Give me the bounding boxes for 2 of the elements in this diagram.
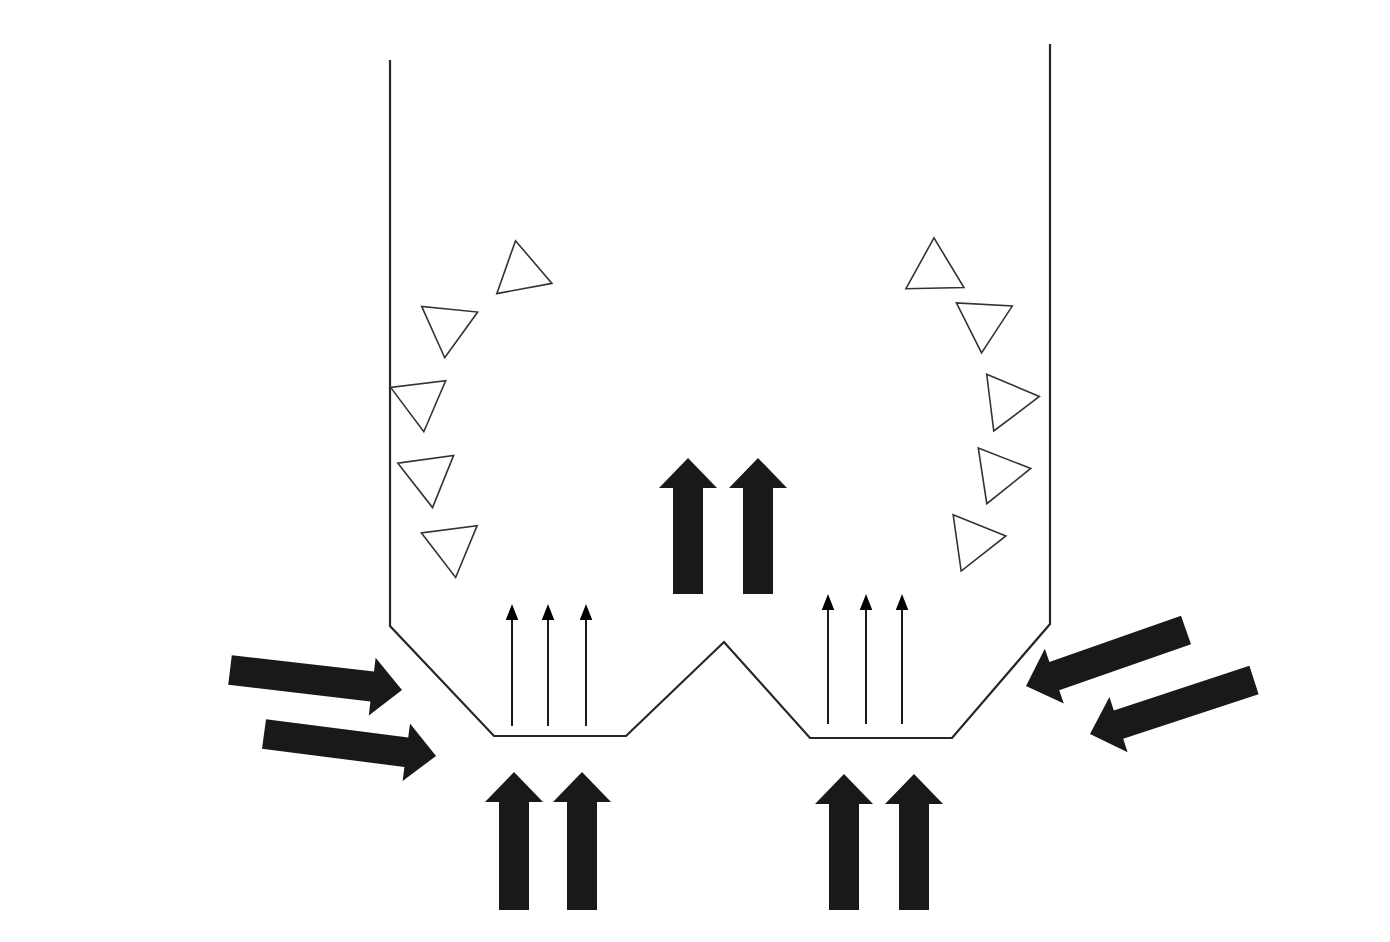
triangle <box>985 373 1041 433</box>
triangle <box>955 302 1014 355</box>
